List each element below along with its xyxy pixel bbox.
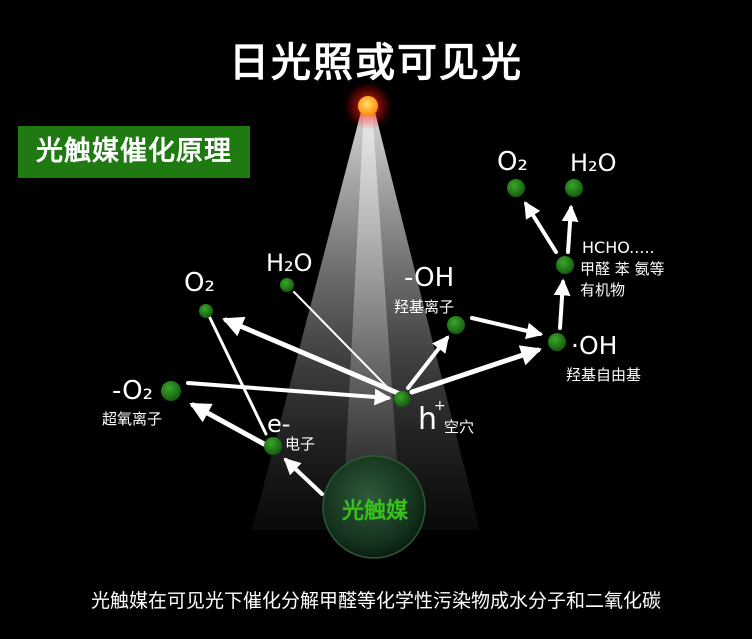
arrow-o2-left-to-electron (208, 316, 268, 436)
label-superoxide-desc: 超氧离子 (102, 410, 163, 428)
arrow-catalyst-to-electron (283, 457, 324, 496)
light-source (358, 96, 378, 116)
arrow-radical-to-pollutant (553, 278, 571, 330)
node-o2-top (507, 179, 525, 197)
label-radical-desc: 羟基自由基 (566, 366, 642, 384)
node-superoxide (161, 381, 181, 401)
catalyst-label: 光触媒 (341, 499, 408, 524)
nodes (161, 179, 583, 455)
label-pollutant-line2: 有机物 (580, 281, 626, 299)
arrow-electron-to-superoxide (189, 402, 267, 447)
node-h2o-left (280, 278, 294, 292)
arrow-hole-to-radical (409, 345, 542, 395)
label-o2-left: O₂ (184, 268, 215, 298)
arrow-pollutant-to-o2-top (524, 201, 558, 254)
label-oh-minus-desc: 羟基离子 (394, 298, 455, 316)
label-electron-desc: 电子 (285, 435, 316, 453)
label-hole-sup: + (434, 398, 446, 414)
bottom-caption: 光触媒在可见光下催化分解甲醛等化学性污染物成水分子和二氧化碳 (90, 590, 661, 612)
node-hole (394, 391, 410, 407)
label-pollutant-line1: 甲醛 苯 氨等 (580, 260, 665, 278)
label-electron: e- (267, 410, 291, 438)
node-radical (548, 333, 566, 351)
light-beam-core (342, 108, 402, 530)
label-superoxide: -O₂ (112, 376, 153, 406)
principle-badge: 光触媒催化原理 (18, 126, 250, 178)
label-h2o-left: H₂O (266, 249, 313, 277)
label-pollutant-formula: HCHO..... (582, 238, 655, 257)
arrow-h2o-to-hole (293, 291, 393, 393)
node-o2-left (199, 304, 213, 318)
node-oh-minus (447, 316, 465, 334)
catalyst-ball (322, 455, 426, 559)
node-electron (264, 437, 282, 455)
arrow-oh-minus-to-radical (470, 316, 544, 340)
arrow-hole-to-o2-left (222, 316, 403, 397)
label-radical: ·OH (571, 331, 618, 360)
label-h2o-top: H₂O (570, 149, 617, 177)
arrow-superoxide-to-hole (186, 381, 392, 406)
label-o2-top: O₂ (497, 147, 528, 177)
label-hole-desc: 空穴 (444, 418, 475, 436)
node-pollutant (556, 256, 574, 274)
node-h2o-top (565, 179, 583, 197)
arrows (186, 201, 579, 496)
arrow-pollutant-to-h2o-top (561, 204, 579, 254)
arrow-hole-to-oh-minus (406, 335, 450, 390)
label-oh-minus: -OH (404, 263, 455, 293)
label-hole: h (418, 402, 438, 437)
page-title: 日光照或可见光 (229, 40, 523, 86)
